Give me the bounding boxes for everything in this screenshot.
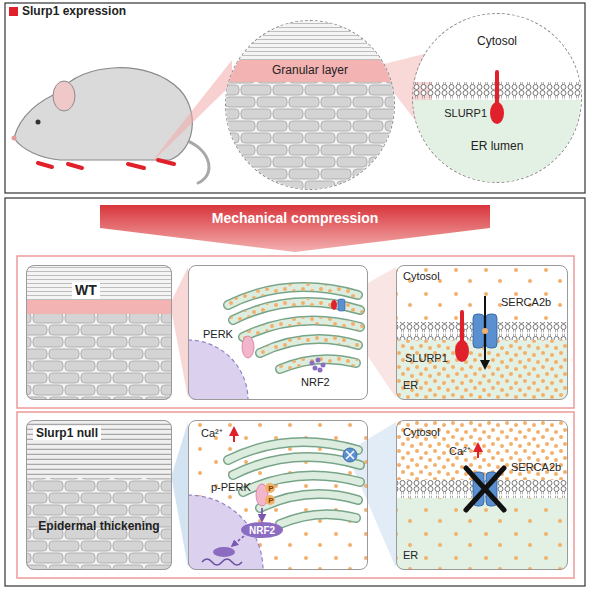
zoom-wedge	[150, 60, 232, 164]
row-frame	[17, 412, 574, 578]
wt-skin	[26, 265, 172, 400]
bottom-frame	[5, 198, 585, 586]
node-label: WT	[72, 282, 100, 299]
node-label: Mechanical compression	[100, 210, 490, 227]
node-label: SLURP1	[405, 352, 448, 365]
null-skin	[26, 420, 172, 570]
node-label: SERCA2b	[501, 296, 551, 309]
node-label: Cytosol	[413, 34, 581, 48]
node-label: Granular layer	[226, 63, 394, 77]
node-label: Cytosol	[403, 426, 440, 439]
node-label: P	[267, 484, 275, 494]
membrane-zoom	[412, 12, 582, 186]
node-label: Slurp1 null	[33, 426, 101, 440]
node-label: NRF2	[242, 525, 282, 537]
node-label: Ca²⁺	[201, 427, 223, 440]
panel-box: CytosolCa²⁺ SERCA2bER	[396, 420, 568, 570]
node-label: Epidermal thickening	[27, 519, 171, 533]
wt-cell	[188, 265, 368, 400]
node-label: ER	[403, 549, 418, 562]
wt-membrane	[396, 265, 568, 400]
panel-box: Ca²⁺ p-PERK PP NRF2	[188, 420, 368, 570]
banner-arrow	[100, 205, 490, 252]
row-frame	[17, 256, 574, 408]
node-label: PERK	[203, 328, 233, 341]
node-label: ER	[403, 379, 418, 392]
legend-label: Slurp1 expression	[22, 4, 126, 18]
node-label: p-PERK	[211, 481, 251, 494]
node-label: NRF2	[301, 376, 330, 389]
legend-swatch	[9, 7, 18, 16]
null-membrane	[396, 420, 568, 570]
panel-box: WT	[26, 265, 172, 400]
node-label: ER lumen	[413, 139, 581, 153]
zoom-circle: CytosolSLURP1 ER lumen	[412, 13, 582, 183]
skin-section	[225, 18, 395, 200]
zoom-wedge	[172, 422, 188, 568]
mouse	[12, 68, 209, 183]
node-label: Cytosol	[403, 270, 440, 283]
panel-box: CytosolSERCA2bSLURP1ER	[396, 265, 568, 400]
panel-box: PERK NRF2	[188, 265, 368, 400]
banner-arrow: Mechanical compression	[100, 205, 490, 250]
panel-box: Slurp1 nullEpidermal thickening	[26, 420, 172, 570]
node-label: SERCA2b	[511, 461, 561, 474]
node-label: Ca²⁺	[449, 445, 471, 458]
null-cell	[188, 420, 368, 570]
node-label: P	[267, 496, 275, 506]
top-frame	[5, 3, 585, 193]
node-label: SLURP1	[427, 107, 487, 120]
zoom-circle: Granular layer	[225, 20, 395, 190]
zoom-wedge	[172, 267, 188, 398]
